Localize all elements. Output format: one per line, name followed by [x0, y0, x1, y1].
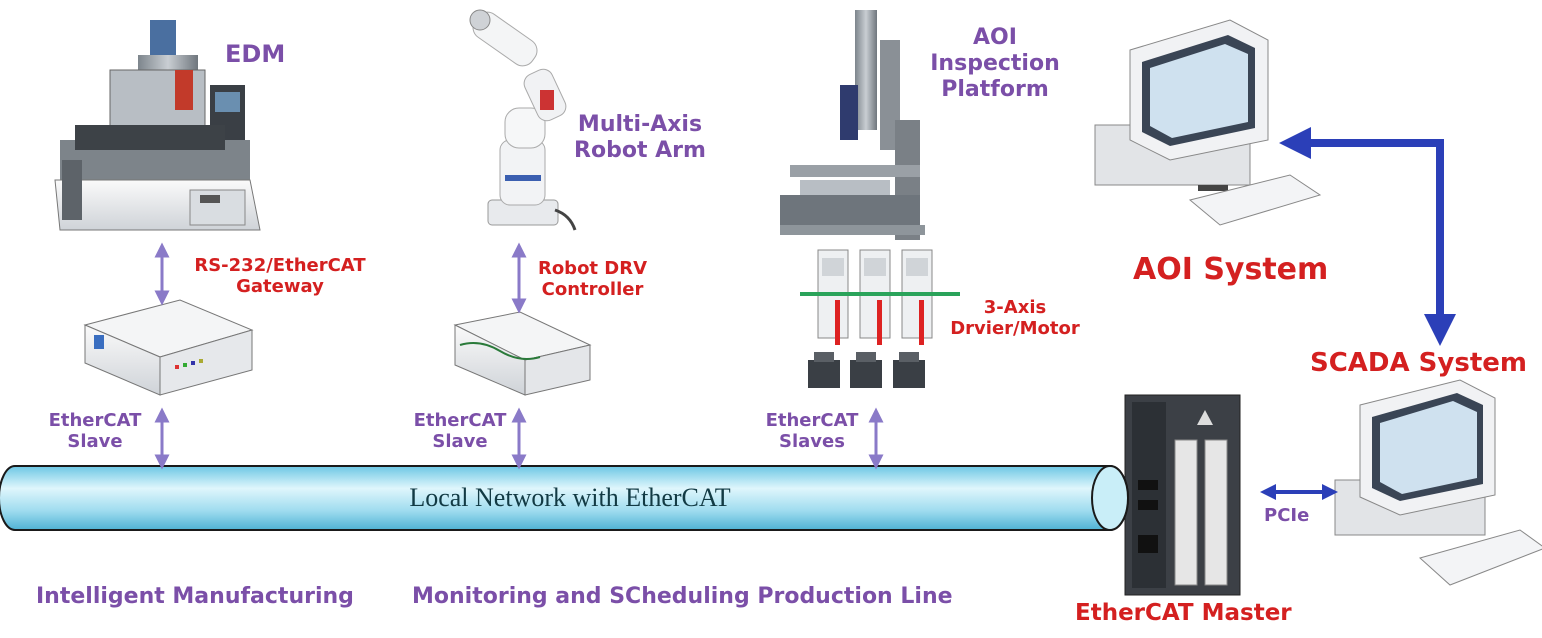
gateway-label-line1: RS-232/EtherCAT: [194, 255, 366, 276]
axis-drivers-motors-icon: [800, 249, 960, 388]
axis-driver-label-line1: 3-Axis: [983, 297, 1047, 318]
ethercat-slave-label-2-line2: Slave: [432, 431, 488, 453]
ethercat-slave-label-1: EtherCAT Slave: [40, 410, 150, 452]
gateway-label: RS-232/EtherCAT Gateway: [175, 255, 385, 297]
aoi-scada-arrow: [1279, 127, 1456, 346]
ethercat-slaves-label-line2: Slaves: [779, 431, 845, 453]
aoi-platform-label: AOI Inspection Platform: [920, 25, 1070, 103]
robot-controller-box-icon: [453, 311, 592, 396]
edm-label: EDM: [225, 40, 286, 68]
gateway-label-line2: Gateway: [236, 276, 324, 298]
robot-arm-label-line2: Robot Arm: [574, 137, 706, 163]
aoi-platform-label-line1: AOI: [973, 25, 1017, 50]
ethercat-slave-label-2-line1: EtherCAT: [413, 410, 507, 431]
ethercat-slave-label-2: EtherCAT Slave: [405, 410, 515, 452]
ethercat-master-label: EtherCAT Master: [1075, 600, 1292, 626]
aoi-inspection-platform-icon: [780, 10, 925, 240]
ethercat-slave-label-1-line2: Slave: [67, 431, 123, 453]
ethercat-slaves-label-line1: EtherCAT: [765, 410, 859, 431]
robot-drv-label-line1: Robot DRV: [537, 258, 648, 279]
robot-drv-label-line2: Controller: [541, 279, 644, 301]
pcie-label: PCIe: [1264, 505, 1310, 526]
robot-arm-label: Multi-Axis Robot Arm: [560, 112, 720, 164]
scada-system-computer-icon: [1334, 379, 1542, 586]
network-label: Local Network with EtherCAT: [409, 483, 731, 512]
robot-arm-icon: [469, 9, 577, 231]
gateway-box-icon: [83, 299, 254, 396]
caption-left: Intelligent Manufacturing: [36, 584, 354, 609]
aoi-system-computer-icon: [1094, 19, 1322, 226]
ethercat-master-icon: [1124, 394, 1241, 596]
axis-driver-label: 3-Axis Drvier/Motor: [935, 297, 1095, 339]
ethercat-slaves-label: EtherCAT Slaves: [757, 410, 867, 452]
aoi-system-label: AOI System: [1133, 252, 1329, 287]
aoi-platform-label-line3: Platform: [941, 76, 1049, 102]
robot-drv-label: Robot DRV Controller: [525, 258, 660, 300]
robot-arm-label-line1: Multi-Axis: [577, 112, 703, 137]
local-network-pipe: [0, 465, 1129, 531]
edm-machine-icon: [54, 20, 261, 231]
ethercat-slave-label-1-line1: EtherCAT: [48, 410, 142, 431]
aoi-platform-label-line2: Inspection: [930, 50, 1060, 76]
scada-system-label: SCADA System: [1310, 348, 1527, 378]
caption-right: Monitoring and SCheduling Production Lin…: [412, 584, 953, 609]
axis-driver-label-line2: Drvier/Motor: [950, 318, 1080, 340]
